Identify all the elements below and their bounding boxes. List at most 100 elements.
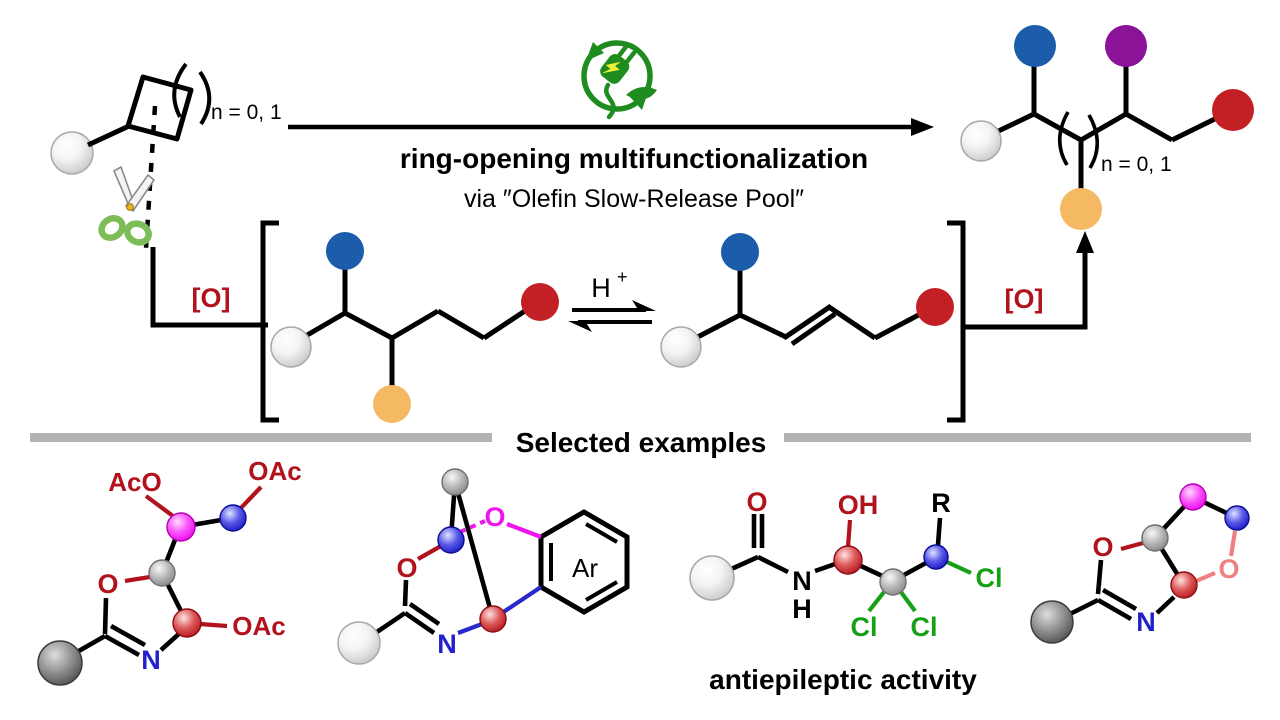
substituent-sphere-dark-gray <box>37 640 83 686</box>
scissors-handle <box>124 220 152 246</box>
cyclobutane-ring <box>125 74 194 142</box>
plug-prong <box>617 44 629 58</box>
oxidation-connector-right: [O] <box>963 231 1094 330</box>
substituent-sphere-orange <box>1060 188 1102 230</box>
divider-bar-left <box>30 433 492 442</box>
magenta-o-aryl-bond <box>506 522 542 539</box>
substituent-sphere-gray <box>337 621 381 665</box>
atom-sphere-gray <box>148 559 176 587</box>
scissors-pivot <box>126 203 134 211</box>
pool-molecule-saturated <box>270 232 559 423</box>
atom-sphere-blue <box>219 504 247 532</box>
example-oxazoline-triacetate: AcO OAc OAc O N <box>37 456 302 686</box>
chlorine-bonds <box>867 560 972 613</box>
example-fused-bicycle: O O N <box>1030 483 1250 644</box>
plug-glyph <box>600 44 637 84</box>
connector-line <box>150 247 268 328</box>
substituent-sphere-dark-gray <box>1030 600 1074 644</box>
atom-sphere-red <box>479 605 507 633</box>
hydroxyl-label: OH <box>838 490 879 520</box>
bond-skeleton <box>68 515 234 658</box>
substituent-sphere-gray <box>270 326 312 368</box>
ring-nitrogen-label: N <box>1136 607 1156 637</box>
ring-oxygen-label: O <box>97 569 118 599</box>
substituent-sphere-red <box>916 288 954 326</box>
substituent-sphere-red <box>1212 89 1254 131</box>
amide-nitrogen-label: N <box>792 566 812 596</box>
ring-oxygen-label: O <box>396 553 417 583</box>
dashed-magenta-bond <box>459 519 486 534</box>
scissors-icon <box>98 165 156 246</box>
acetate-label: AcO <box>108 467 161 497</box>
chlorine-label: Cl <box>976 563 1003 593</box>
equilibrium-head-reverse <box>568 321 592 332</box>
atom-sphere-blue <box>923 544 949 570</box>
atom-sphere-blue <box>437 526 465 554</box>
lightning-bolt <box>601 61 621 74</box>
scissors-handle <box>98 215 126 241</box>
recycle-circle <box>581 40 653 112</box>
bond-skeleton <box>686 266 930 347</box>
substituent-sphere-gray <box>960 120 1002 162</box>
plug-prong <box>624 50 637 64</box>
substituent-sphere-blue <box>1014 25 1056 67</box>
example-bridged-aryloxazepine: O O N Ar <box>337 468 630 665</box>
chlorine-label: Cl <box>851 612 878 642</box>
reaction-arrow <box>288 118 934 136</box>
reaction-subtitle: via ″Olefin Slow-Release Pool″ <box>464 185 804 213</box>
oxidation-connector-left: [O] <box>150 247 268 328</box>
reactant-cyclobutane: n = 0, 1 <box>50 62 282 249</box>
red-o-bond <box>1120 540 1144 552</box>
recycle-arrowhead <box>586 42 604 61</box>
substituent-sphere-purple <box>1105 25 1147 67</box>
atom-sphere-magenta <box>166 512 196 542</box>
plug-cord <box>604 82 616 120</box>
atom-sphere-red <box>833 545 863 575</box>
activity-caption: antiepileptic activity <box>709 664 977 695</box>
oh-bond <box>845 519 853 548</box>
atom-sphere-gray <box>441 468 469 496</box>
connector-line <box>963 248 1088 330</box>
pool-molecule-olefin <box>660 233 954 368</box>
substituent-sphere-orange <box>373 385 411 423</box>
ring-paren-left <box>1057 111 1070 166</box>
chlorine-label: Cl <box>911 612 938 642</box>
atom-sphere-gray <box>879 568 907 596</box>
ring-oxygen-label: O <box>1092 532 1113 562</box>
substituent-sphere-gray <box>689 555 735 601</box>
oxygen-label-magenta: O <box>484 502 505 532</box>
carbonyl-oxygen-label: O <box>746 487 767 517</box>
atom-sphere-magenta <box>1179 483 1207 511</box>
equilibrium: H + <box>568 267 656 332</box>
ring-nitrogen-label: N <box>141 645 161 675</box>
atom-sphere-blue <box>1224 505 1250 531</box>
arrow-head <box>911 118 934 136</box>
section-divider: Selected examples <box>30 427 1251 458</box>
bond-skeleton <box>369 481 496 638</box>
oxidant-label-left: [O] <box>192 283 231 313</box>
bond-skeleton <box>295 266 536 390</box>
bracket-right <box>947 220 966 423</box>
atom-sphere-gray <box>1141 524 1169 552</box>
ring-nitrogen-label: N <box>437 629 457 659</box>
peroxo-bonds <box>1195 530 1238 583</box>
recycle-plug-leaf-icon <box>581 40 657 120</box>
blue-n-bond <box>457 622 483 635</box>
atom-sphere-red <box>172 608 202 638</box>
equilibrium-head-forward <box>632 300 656 311</box>
heteroatom-bonds <box>124 485 263 629</box>
connector-arrow-head <box>1076 231 1094 253</box>
ring-size-label: n = 0, 1 <box>211 101 282 124</box>
bond-skeleton <box>717 514 943 584</box>
reaction-title: ring-opening multifunctionalization <box>400 143 868 174</box>
red-o-bond <box>416 544 443 561</box>
proton-charge: + <box>617 267 628 287</box>
ring-size-label: n = 0, 1 <box>1101 153 1172 176</box>
substituent-sphere-gray <box>660 326 702 368</box>
ring-paren-left <box>172 62 188 118</box>
bond-skeleton <box>1062 494 1238 621</box>
ring-paren-right <box>198 70 212 126</box>
bond <box>86 123 131 148</box>
